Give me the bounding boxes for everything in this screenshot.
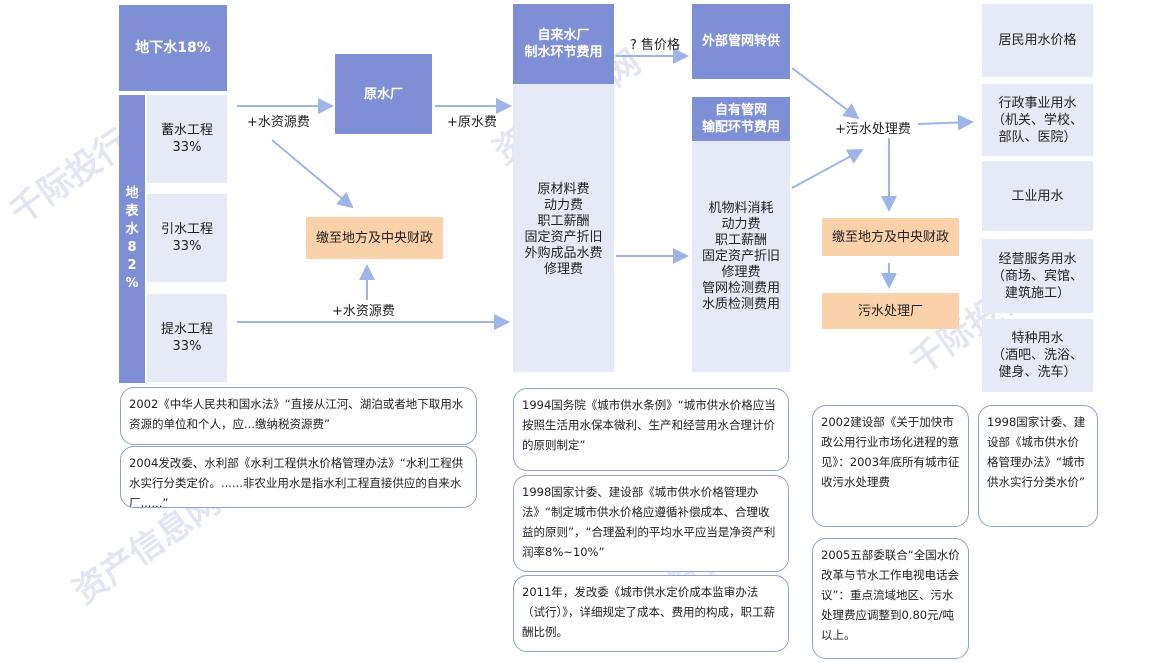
- sewage-fee-label: +污水处理费: [835, 122, 911, 137]
- note-rule-2004: 2004发改委、水利部《水利工程供水价格管理办法》“水利工程供水实行分类定价。.…: [120, 446, 477, 508]
- note-text: 1994国务院《城市供水条例》“城市供水价格应当按照生活用水保本微利、生产和经营…: [522, 398, 776, 452]
- diversion-project-label: 引水工程 33%: [160, 222, 213, 254]
- user-type-label: 工业用水: [1011, 188, 1064, 204]
- storage-project-label: 蓄水工程 33%: [160, 123, 213, 155]
- note-text: 2004发改委、水利部《水利工程供水价格管理办法》“水利工程供水实行分类定价。.…: [129, 456, 464, 508]
- external-grid-box: 外部管网转供: [692, 4, 790, 79]
- external-grid-label: 外部管网转供: [701, 34, 780, 49]
- sewage-plant-box: 污水处理厂: [822, 293, 959, 329]
- user-type-label: 特种用水 （酒吧、洗浴、 健身、洗车）: [991, 331, 1083, 380]
- note-text: 2002《中华人民共和国水法》“直接从江河、湖泊或者地下取用水资源的单位和个人，…: [129, 397, 464, 431]
- water-plant-costs: 原材料费 动力费 职工薪酬 固定资产折旧 外购成品水费 修理费: [524, 182, 603, 277]
- sale-price-label: ? 售价格: [630, 38, 681, 53]
- user-type-commercial: 经营服务用水 （商场、宾馆、 建筑施工）: [982, 239, 1093, 313]
- note-rule-2005: 2005五部委联合“全国水价改革与节水工作电视电话会议”：重点流域地区、污水处理…: [812, 538, 969, 659]
- sewage-plant-label: 污水处理厂: [857, 303, 923, 319]
- arrow-grid-to-sewage: [791, 149, 864, 189]
- user-type-label: 居民用水价格: [998, 33, 1077, 48]
- groundwater-label: 地下水18%: [135, 39, 211, 56]
- note-rule-1998b: 1998国家计委、建设部《城市供水价格管理办法》“城市供水实行分类水价”: [978, 405, 1098, 527]
- own-grid-column: [692, 97, 790, 372]
- raw-water-plant-box: 原水厂: [335, 54, 432, 134]
- water-plant-header: 自来水厂 制水环节费用: [513, 4, 614, 84]
- user-type-industrial: 工业用水: [982, 161, 1093, 231]
- fiscal-label-2: 缴至地方及中央财政: [831, 229, 949, 245]
- water-plant-label: 自来水厂 制水环节费用: [524, 28, 603, 60]
- surface-water-label: 地 表 水 8 2 %: [125, 186, 139, 291]
- arrow-to-fiscal-1: [271, 139, 354, 209]
- fiscal-box-1: 缴至地方及中央财政: [306, 217, 443, 259]
- note-text: 2005五部委联合“全国水价改革与节水工作电视电话会议”：重点流域地区、污水处理…: [821, 548, 960, 642]
- note-text: 1998国家计委、建设部《城市供水价格管理办法》“城市供水实行分类水价”: [987, 415, 1086, 489]
- note-water-law-2002: 2002《中华人民共和国水法》“直接从江河、湖泊或者地下取用水资源的单位和个人，…: [120, 387, 477, 445]
- user-type-special: 特种用水 （酒吧、洗浴、 健身、洗车）: [982, 319, 1093, 392]
- resource-fee-label-2: +水资源费: [332, 304, 395, 319]
- fiscal-box-2: 缴至地方及中央财政: [822, 218, 959, 256]
- user-type-label: 经营服务用水 （商场、宾馆、 建筑施工）: [991, 251, 1083, 301]
- note-text: 2002建设部《关于加快市政公用行业市场化进程的意见》：2003年底所有城市征收…: [821, 415, 960, 489]
- note-rule-1998a: 1998国家计委、建设部《城市供水价格管理办法》“制定城市供水价格应遵循补偿成本…: [513, 475, 789, 572]
- user-type-residential: 居民用水价格: [982, 4, 1093, 77]
- storage-project-box: 蓄水工程 33%: [147, 95, 227, 183]
- raw-water-plant-label: 原水厂: [363, 86, 403, 102]
- own-grid-header: 自有管网 输配环节费用: [692, 97, 790, 141]
- arrow-external-to-sewage: [791, 67, 860, 120]
- own-grid-label: 自有管网 输配环节费用: [701, 103, 780, 135]
- arrow-sewage-to-users: [917, 114, 974, 131]
- lifting-project-label: 提水工程 33%: [160, 322, 213, 354]
- resource-fee-label-1: +水资源费: [247, 115, 310, 130]
- user-type-administrative: 行政事业用水 （机关、学校、 部队、医院）: [982, 84, 1093, 156]
- diversion-project-box: 引水工程 33%: [147, 194, 227, 282]
- note-rule-1994: 1994国务院《城市供水条例》“城市供水价格应当按照生活用水保本微利、生产和经营…: [513, 388, 789, 471]
- fiscal-label-1: 缴至地方及中央财政: [315, 230, 433, 246]
- surface-water-box: 地 表 水 8 2 %: [119, 95, 145, 383]
- user-type-label: 行政事业用水 （机关、学校、 部队、医院）: [991, 95, 1083, 145]
- note-rule-2011: 2011年，发改委《城市供水定价成本监审办法（试行）》，详细规定了成本、费用的构…: [513, 575, 789, 652]
- grid-costs: 机物料消耗 动力费 职工薪酬 固定资产折旧 修理费 管网检测费用 水质检测费用: [701, 201, 780, 312]
- note-text: 1998国家计委、建设部《城市供水价格管理办法》“制定城市供水价格应遵循补偿成本…: [522, 485, 776, 559]
- raw-water-fee-label: +原水费: [447, 115, 497, 130]
- groundwater-box: 地下水18%: [119, 5, 227, 91]
- note-text: 2011年，发改委《城市供水定价成本监审办法（试行）》，详细规定了成本、费用的构…: [522, 585, 775, 639]
- lifting-project-box: 提水工程 33%: [147, 294, 227, 382]
- note-rule-2002: 2002建设部《关于加快市政公用行业市场化进程的意见》：2003年底所有城市征收…: [812, 405, 969, 527]
